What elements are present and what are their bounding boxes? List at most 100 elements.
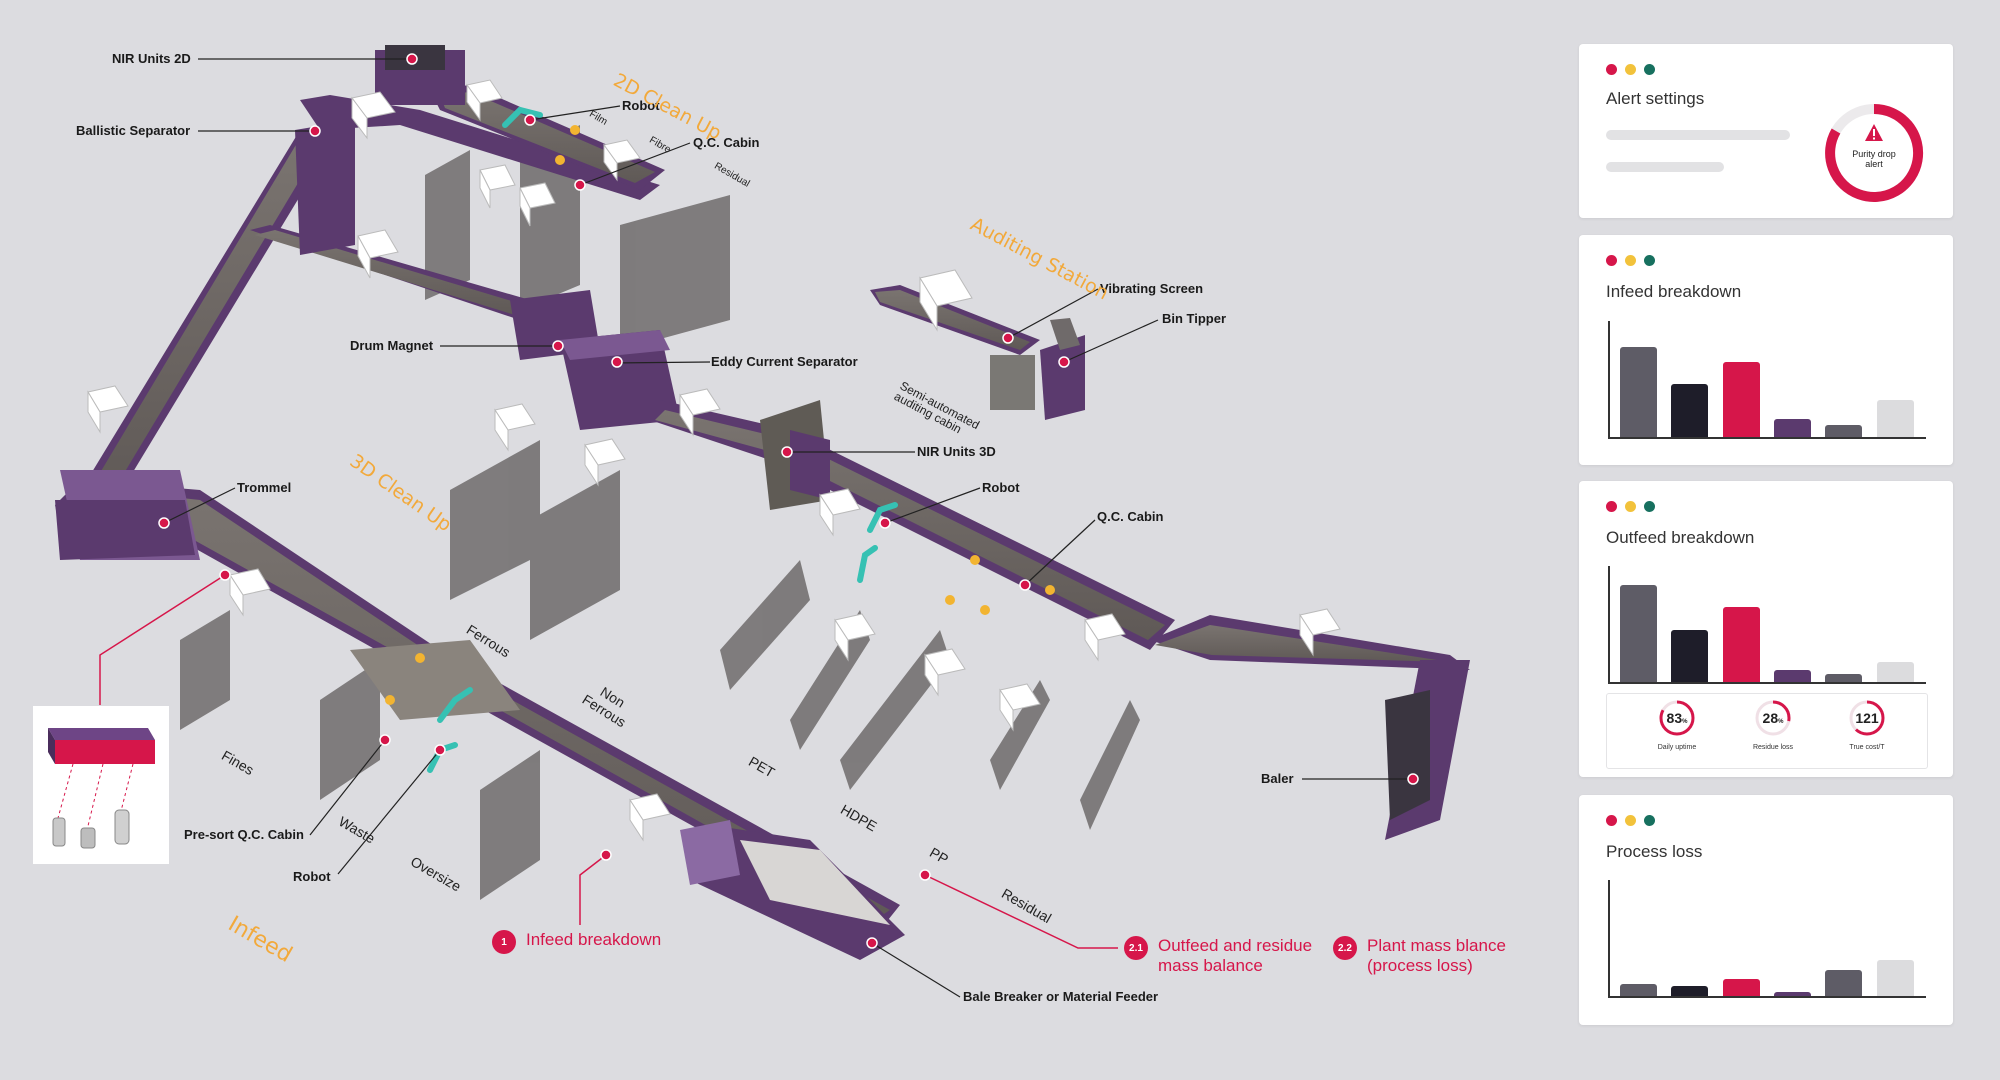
- callout-bale-breaker: Bale Breaker or Material Feeder: [963, 989, 1159, 1004]
- bar: [1825, 425, 1863, 437]
- green-dot: [1644, 815, 1655, 826]
- x-axis: [1608, 996, 1926, 998]
- bar: [1671, 384, 1709, 437]
- qc-cabins: [87, 79, 1341, 842]
- callout-nir-units-2d: NIR Units 2D: [112, 51, 191, 66]
- kpi-ring: 121: [1847, 698, 1887, 738]
- callout-robot-2d: Robot: [622, 98, 660, 113]
- yellow-dot: [1625, 815, 1636, 826]
- panel-title: Infeed breakdown: [1606, 282, 1742, 301]
- callout-dots: [158, 53, 1419, 949]
- y-axis: [1608, 321, 1610, 437]
- placeholder-bar: [1606, 162, 1724, 172]
- x-axis: [1608, 682, 1926, 684]
- legend-text: Outfeed and residue mass balance: [1158, 936, 1313, 975]
- kpi-residue-loss: 28% Residue loss: [1738, 698, 1808, 751]
- red-dot: [1606, 64, 1617, 75]
- red-dot: [1606, 815, 1617, 826]
- placeholder-bar: [1606, 130, 1790, 140]
- bar: [1671, 986, 1709, 996]
- yellow-dot: [1625, 501, 1636, 512]
- annotation-lines: [99, 574, 1118, 949]
- bar: [1620, 585, 1657, 682]
- bar: [1774, 419, 1811, 437]
- bar: [1722, 362, 1760, 437]
- magnet-separators: [510, 290, 680, 430]
- bar: [1620, 347, 1657, 437]
- baler-inset-illustration: [48, 728, 155, 849]
- red-dot: [1606, 501, 1617, 512]
- alert-settings-panel: Alert settings Purity drop alert: [1579, 44, 1953, 218]
- window-dots: [1606, 64, 1655, 75]
- bar: [1722, 979, 1760, 996]
- green-dot: [1644, 255, 1655, 266]
- plant-diagram: [55, 45, 1470, 998]
- window-dots: [1606, 815, 1655, 826]
- callout-presort-qc-cabin: Pre-sort Q.C. Cabin: [184, 827, 304, 842]
- callout-vibrating-screen: Vibrating Screen: [1100, 281, 1204, 296]
- outfeed-breakdown-panel: Outfeed breakdown 83% Daily uptime 28% R…: [1579, 481, 1953, 777]
- legend-number: 2.1: [1124, 936, 1148, 960]
- legend-plant-mass-balance: 2.2 Plant mass blance (process loss): [1333, 936, 1527, 976]
- legend-number: 1: [492, 930, 516, 954]
- infeed-bar-chart: [1608, 321, 1926, 439]
- yellow-dot: [1625, 255, 1636, 266]
- panel-title: Process loss: [1606, 842, 1703, 861]
- kpi-value: 121: [1855, 710, 1879, 726]
- kpi-label: Daily uptime: [1657, 744, 1697, 751]
- panel-title: Alert settings: [1606, 89, 1705, 108]
- legend-outfeed-residue: 2.1 Outfeed and residue mass balance: [1124, 936, 1348, 976]
- kpi-ring: 28%: [1753, 698, 1793, 738]
- kpi-value: 28%: [1762, 710, 1784, 726]
- yellow-dot: [1625, 64, 1636, 75]
- outfeed-bar-chart: [1608, 566, 1926, 684]
- bar: [1671, 630, 1709, 682]
- legend-infeed-breakdown: 1 Infeed breakdown: [492, 930, 661, 954]
- kpi-label: Residue loss: [1752, 744, 1794, 751]
- bar: [1620, 984, 1657, 996]
- auditing-station: [870, 285, 1085, 420]
- callout-qc-cabin-3d: Q.C. Cabin: [1097, 509, 1164, 524]
- kpi-value: 83%: [1666, 710, 1688, 726]
- green-dot: [1644, 64, 1655, 75]
- legend-text: Infeed breakdown: [526, 930, 662, 949]
- kpi-label: True cost/T: [1849, 744, 1885, 751]
- bar: [1774, 992, 1811, 996]
- callout-robot-infeed: Robot: [293, 869, 331, 884]
- callout-bin-tipper: Bin Tipper: [1162, 311, 1227, 326]
- warning-icon: [1864, 123, 1884, 143]
- callout-nir-units-3d: NIR Units 3D: [917, 444, 996, 459]
- panel-title: Outfeed breakdown: [1606, 528, 1755, 547]
- bar: [1876, 960, 1914, 996]
- window-dots: [1606, 255, 1655, 266]
- operators: [385, 125, 1055, 705]
- green-dot: [1644, 501, 1655, 512]
- baler-inset-card: [33, 706, 169, 864]
- legend-text: Plant mass blance (process loss): [1367, 936, 1506, 975]
- y-axis: [1608, 566, 1610, 682]
- callout-baler: Baler: [1261, 771, 1294, 786]
- bay-walls: [180, 125, 1140, 900]
- callout-qc-cabin-2d: Q.C. Cabin: [693, 135, 760, 150]
- window-dots: [1606, 501, 1655, 512]
- kpi-true-cost: 121 True cost/T: [1832, 698, 1902, 751]
- kpi-ring: 83%: [1657, 698, 1697, 738]
- infeed-breakdown-panel: Infeed breakdown: [1579, 235, 1953, 465]
- callout-trommel: Trommel: [237, 480, 292, 495]
- callout-robot-3d: Robot: [982, 480, 1020, 495]
- x-axis: [1608, 437, 1926, 439]
- kpi-daily-uptime: 83% Daily uptime: [1642, 698, 1712, 751]
- callout-ballistic-separator: Ballistic Separator: [76, 123, 191, 138]
- red-dot: [1606, 255, 1617, 266]
- bar: [1876, 400, 1914, 437]
- legend-number: 2.2: [1333, 936, 1357, 960]
- purity-drop-alert-gauge[interactable]: Purity drop alert: [1822, 101, 1926, 205]
- process-loss-bar-chart: [1608, 880, 1926, 998]
- bar: [1825, 970, 1863, 996]
- callout-eddy-current-separator: Eddy Current Separator: [711, 354, 858, 369]
- y-axis: [1608, 880, 1610, 996]
- purity-drop-alert-label: Purity drop alert: [1852, 149, 1896, 169]
- kpi-summary: 83% Daily uptime 28% Residue loss 121 Tr…: [1606, 693, 1928, 769]
- bar: [1722, 607, 1760, 682]
- process-loss-panel: Process loss: [1579, 795, 1953, 1025]
